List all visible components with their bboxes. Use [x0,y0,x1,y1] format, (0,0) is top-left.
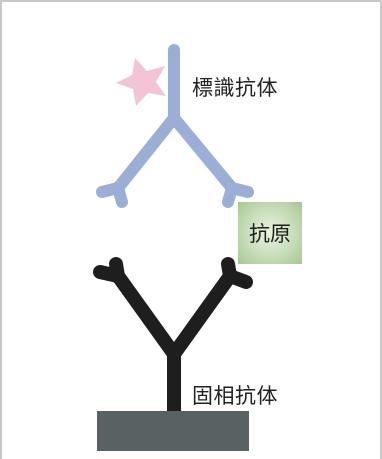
solid-phase-antibody [93,257,253,419]
labeled-antibody-left-arm [112,112,180,194]
labeled-antibody-right-tip-b [222,182,238,208]
solid-antibody-left-arm [111,269,181,361]
solid-phase-base [97,411,249,451]
labeled-antibody-label: 標識抗体 [192,76,278,100]
labeled-antibody-right-arm [168,112,238,194]
antigen-box: 抗原 [238,202,302,264]
labeled-antibody [96,44,254,208]
labeled-antibody-left-tip-b [112,182,128,208]
solid-antibody-right-tip-b [221,257,237,283]
star-icon [116,58,166,106]
solid-phase-antibody-label: 固相抗体 [192,384,278,408]
antigen-label: 抗原 [249,222,291,246]
solid-antibody-left-tip-b [109,257,125,283]
solid-antibody-right-arm [167,269,237,361]
